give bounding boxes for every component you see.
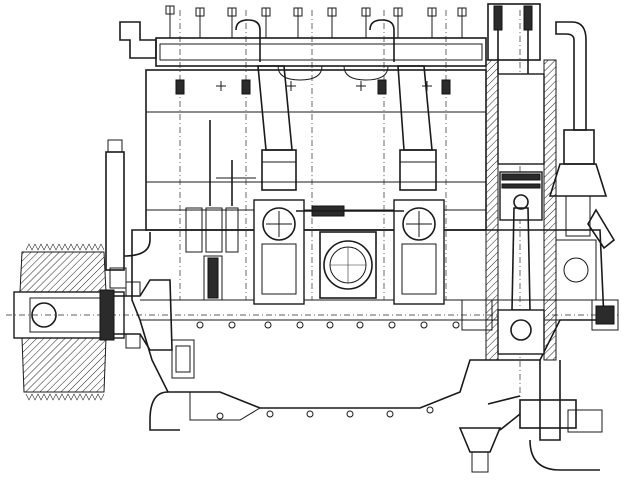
carburettor-assembly — [253, 199, 445, 305]
cylinder-block — [145, 10, 521, 420]
spark-plugs — [175, 79, 451, 95]
crankcase-bolts — [196, 321, 460, 420]
right-exterior-parts — [458, 21, 616, 473]
inlet-pipes — [257, 65, 437, 191]
water-pump — [319, 231, 377, 299]
crankshaft-line — [461, 299, 619, 331]
piston — [499, 171, 543, 221]
water-inlet-pipe — [105, 139, 151, 289]
valve-stems — [165, 5, 467, 38]
left-accessories — [185, 120, 256, 301]
top-manifold — [119, 5, 487, 95]
sectioned-cylinder — [485, 3, 557, 361]
